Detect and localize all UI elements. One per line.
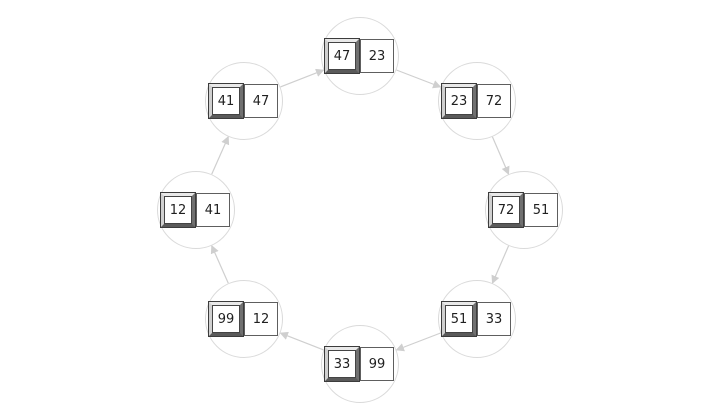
node-value-box: 72 xyxy=(488,192,524,228)
node-value-box: 47 xyxy=(324,38,360,74)
next-pointer-arrow xyxy=(396,69,442,89)
node-value-box: 33 xyxy=(324,346,360,382)
list-node: 23 72 xyxy=(441,83,513,119)
node-value: 33 xyxy=(328,350,356,378)
list-node: 12 41 xyxy=(160,192,232,228)
node-next-pointer: 99 xyxy=(360,347,394,381)
next-pointer-arrow xyxy=(491,245,510,284)
node-value-box: 23 xyxy=(441,83,477,119)
node-circle xyxy=(321,325,399,403)
node-circle xyxy=(157,171,235,249)
node-value: 23 xyxy=(445,87,473,115)
next-pointer-arrow xyxy=(211,135,230,175)
node-circle xyxy=(438,280,516,358)
node-value: 51 xyxy=(445,305,473,333)
node-circle xyxy=(321,17,399,95)
list-node: 99 12 xyxy=(208,301,280,337)
node-next-pointer: 12 xyxy=(244,302,278,336)
node-next-pointer: 51 xyxy=(524,193,558,227)
node-value: 12 xyxy=(164,196,192,224)
list-node: 51 33 xyxy=(441,301,513,337)
node-value-box: 99 xyxy=(208,301,244,337)
node-value: 47 xyxy=(328,42,356,70)
node-next-pointer: 47 xyxy=(244,84,278,118)
next-pointer-arrow xyxy=(280,68,325,88)
node-value-box: 51 xyxy=(441,301,477,337)
list-node: 41 47 xyxy=(208,83,280,119)
node-value: 99 xyxy=(212,305,240,333)
next-pointer-arrow xyxy=(279,331,324,351)
list-node: 33 99 xyxy=(324,346,396,382)
next-pointer-arrow xyxy=(395,332,441,352)
list-node: 72 51 xyxy=(488,192,560,228)
node-value: 41 xyxy=(212,87,240,115)
node-next-pointer: 41 xyxy=(196,193,230,227)
list-node: 47 23 xyxy=(324,38,396,74)
node-value: 72 xyxy=(492,196,520,224)
node-circle xyxy=(485,171,563,249)
node-circle xyxy=(205,280,283,358)
node-next-pointer: 33 xyxy=(477,302,511,336)
node-value-box: 41 xyxy=(208,83,244,119)
node-next-pointer: 23 xyxy=(360,39,394,73)
next-pointer-arrow xyxy=(491,136,510,175)
node-circle xyxy=(438,62,516,140)
next-pointer-arrow xyxy=(210,244,229,284)
node-next-pointer: 72 xyxy=(477,84,511,118)
node-value-box: 12 xyxy=(160,192,196,228)
node-circle xyxy=(205,62,283,140)
